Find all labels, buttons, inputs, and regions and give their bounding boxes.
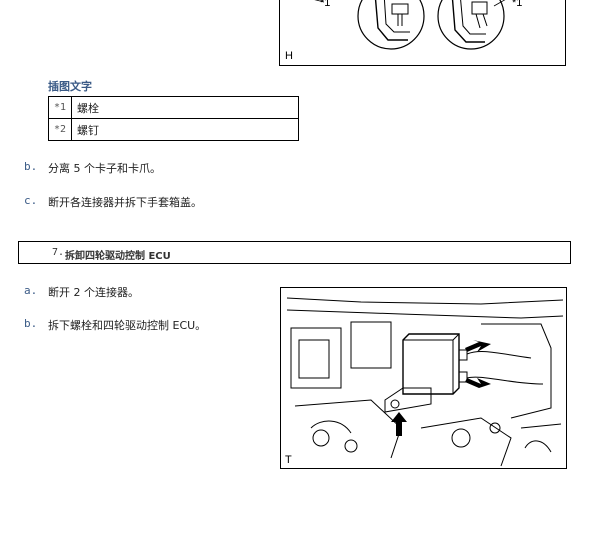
legend-number: *1: [47, 96, 73, 119]
step-text: 断开各连接器并拆下手套箱盖。: [48, 196, 202, 209]
step-text: 拆下螺栓和四轮驱动控制 ECU。: [48, 319, 207, 332]
step-text: 分离 5 个卡子和卡爪。: [48, 162, 161, 175]
step-letter: b.: [24, 160, 38, 173]
legend-title: 插图文字: [48, 80, 92, 93]
callout-label: *1: [512, 0, 523, 9]
callout-label: *1: [320, 0, 331, 9]
legend-row: *1 螺栓: [47, 96, 300, 119]
step-letter: c.: [24, 194, 38, 207]
legend-text: 螺钉: [71, 118, 300, 141]
step-letter: a.: [24, 284, 38, 297]
legend-table: *1 螺栓 *2 螺钉: [47, 96, 300, 141]
ecu-removal-drawing: [286, 297, 564, 467]
top-illustration: *1 *1 H: [279, 0, 566, 66]
figure-id-label: T: [285, 454, 292, 466]
section-number: 7.: [52, 247, 65, 258]
legend-number: *2: [47, 118, 73, 141]
legend-text: 螺栓: [71, 96, 300, 119]
ecu-illustration: T: [280, 287, 567, 469]
legend-row: *2 螺钉: [47, 118, 300, 141]
clip-detail-drawing: [314, 0, 506, 50]
step-letter: b.: [24, 317, 38, 330]
section-title: 拆卸四轮驱动控制 ECU: [65, 251, 171, 262]
section-header: 7. 拆卸四轮驱动控制 ECU: [18, 241, 571, 264]
figure-id-label: H: [285, 50, 293, 62]
step-text: 断开 2 个连接器。: [48, 286, 139, 299]
